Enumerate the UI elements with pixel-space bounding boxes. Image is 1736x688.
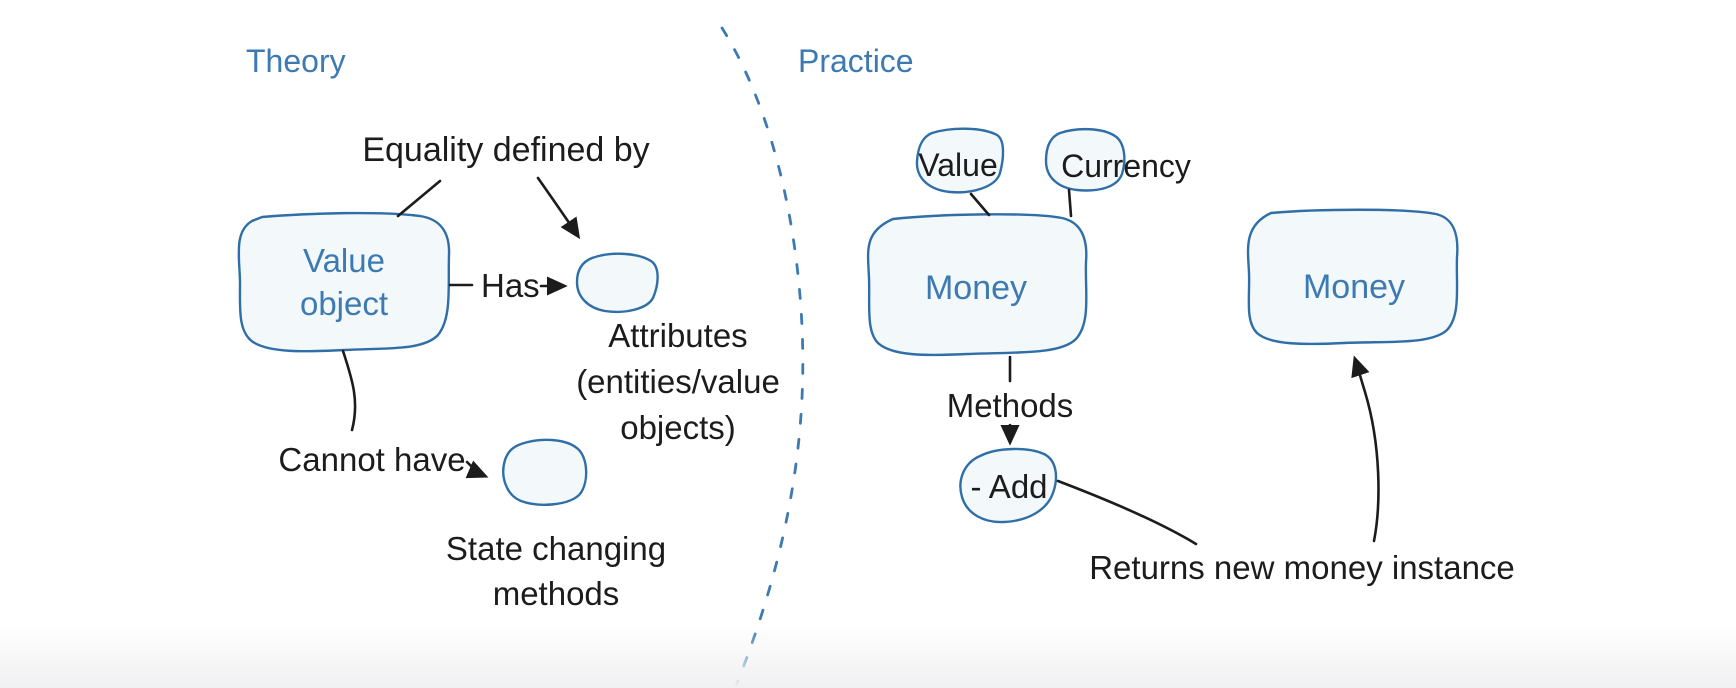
state-changing-methods-label: State changing methods: [446, 526, 666, 616]
money-left-node-label: Money: [924, 269, 1028, 307]
value-to-money-line: [971, 194, 989, 215]
cannot-have-arrow: [465, 460, 489, 479]
attributes-label-line2: (entities/value: [576, 363, 780, 400]
methods-label: Methods: [946, 387, 1074, 424]
cannot-have-label: Cannot have: [278, 441, 466, 478]
practice-section-label: Practice: [798, 43, 914, 79]
value-attribute-label: Value: [918, 147, 998, 183]
value-object-node-shape: [239, 213, 449, 351]
attributes-label: Attributes (entities/value objects): [576, 313, 780, 451]
add-to-returns-label-curve: [1058, 481, 1196, 544]
attributes-label-line1: Attributes: [608, 317, 748, 354]
equality-defined-by-label: Equality defined by: [362, 131, 650, 169]
returns-new-money-instance-label: Returns new money instance: [1089, 549, 1515, 586]
state-changing-label-line2: methods: [492, 575, 620, 612]
add-method-label: - Add: [970, 468, 1048, 505]
state-changing-label-line1: State changing: [445, 530, 667, 567]
returns-to-money-arrow: [1351, 355, 1378, 541]
value-object-node: Value object: [240, 215, 448, 350]
theory-practice-divider-dashed-line: [722, 28, 803, 686]
theory-section-label: Theory: [246, 43, 346, 79]
value-object-to-cannot-have-curve: [343, 351, 355, 430]
money-right-node-label: Money: [1302, 268, 1406, 306]
currency-to-money-line: [1069, 190, 1071, 216]
value-object-label-line2: object: [299, 284, 389, 322]
value-attribute-node-shape: [917, 129, 1003, 193]
currency-attribute-label: Currency: [1061, 148, 1191, 184]
currency-attribute-node-shape: [1046, 129, 1124, 190]
equality-to-value-object-line: [398, 181, 440, 216]
money-left-node-shape: [868, 214, 1086, 355]
has-label: Has: [481, 267, 540, 304]
state-changing-node-shape: [503, 440, 586, 505]
money-right-node-shape: [1248, 210, 1457, 344]
attributes-label-line3: objects): [620, 409, 736, 446]
add-method-node-shape: [960, 449, 1056, 522]
equality-to-attributes-arrow: [538, 178, 581, 240]
value-object-label-line1: Value: [303, 242, 385, 280]
attributes-node-shape: [577, 254, 658, 312]
